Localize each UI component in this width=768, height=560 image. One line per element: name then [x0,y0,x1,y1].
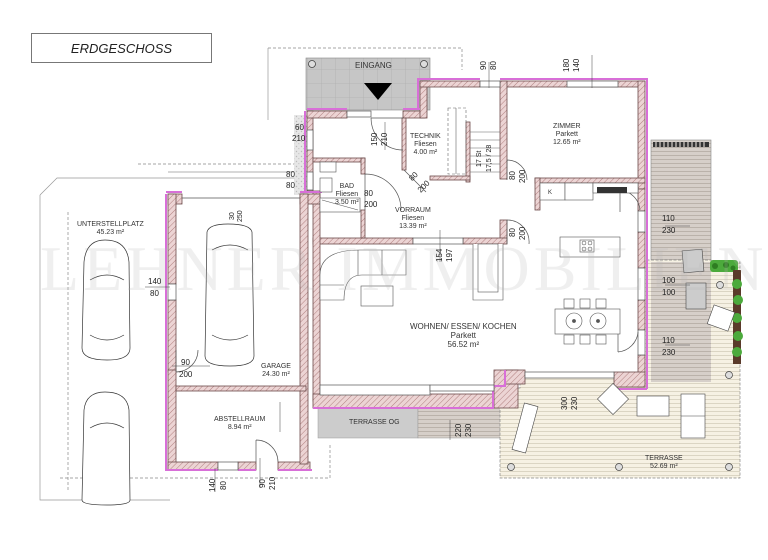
room-area: 8.94 m² [227,424,252,431]
dim-bad-door-a: 80 [364,189,373,198]
room-label-wohnen: WOHNEN/ ESSEN/ KOCHEN Parkett 56.52 m² [410,322,517,349]
room-floor: Fliesen [335,191,359,198]
room-area: 3.50 m² [335,199,359,206]
dim-entry-side-a: 60 [295,123,304,132]
dim-living-opening-b: 197 [445,248,454,262]
fridge-label: K [548,190,553,196]
dim-zimmer-door-b: 200 [518,169,527,183]
dim-abst-window-a: 140 [208,478,217,492]
dim-garage-gate-b: 250 [237,210,244,222]
dim-zimmer-window-a: 180 [562,58,571,72]
dim-stairs-b: 17,5 / 28 [486,144,493,172]
room-label-terrasse-og: TERRASSE OG [349,419,400,426]
room-label-eingang: EINGANG [355,61,392,70]
dim-abst-window-b: 80 [219,481,228,490]
room-name: ZIMMER [553,123,581,130]
room-floor: Fliesen [414,141,437,148]
room-area: 45.23 m² [96,229,125,236]
dim-garage-door-b: 200 [179,370,193,379]
dim-carport-b: 80 [286,181,295,190]
room-area: 13.39 m² [399,223,427,230]
room-label-technik: TECHNIK Fliesen 4.00 m² [410,133,441,157]
dim-east-window1-b: 230 [662,226,676,235]
room-label-terrasse: TERRASSE 52.69 m² [645,455,683,471]
room-floor: Parkett [555,131,578,138]
dim-east-window3-a: 110 [662,336,675,345]
dim-garage-side-a: 140 [148,277,162,286]
dim-og-window-b: 230 [464,423,473,437]
dim-garage-side-b: 80 [150,289,159,298]
room-label-bad: BAD Fliesen 3.50 m² [335,183,359,207]
room-area: 12.65 m² [553,139,581,146]
room-floor: Fliesen [401,215,425,222]
dim-eingang-window-b: 80 [489,61,498,70]
floor-title: ERDGESCHOSS [31,33,212,63]
dim-og-window-a: 220 [454,423,463,437]
room-label-zimmer: ZIMMER Parkett 12.65 m² [553,123,581,147]
dim-stairs-a: 17 St [476,150,483,167]
room-name: TECHNIK [410,133,441,140]
room-area: 56.52 m² [447,340,480,349]
dim-bad-door-b: 200 [364,200,378,209]
room-area: 4.00 m² [413,149,438,156]
room-name: ABSTELLRAUM [214,416,266,423]
dim-east-window2-a: 100 [662,276,676,285]
dim-east-window3-b: 230 [662,348,676,357]
dim-south-window-a: 300 [560,396,569,410]
dim-east-window2-b: 100 [662,288,676,297]
room-label-garage: GARAGE 24.30 m² [261,363,291,379]
room-name: TERRASSE [645,455,683,462]
dim-abst-door-b: 210 [268,476,277,490]
dim-entry-door-a: 150 [370,132,379,146]
room-label-vorraum: VORRAUM Fliesen 13.39 m² [395,207,431,231]
room-label-abstellraum: ABSTELLRAUM 8.94 m² [214,416,265,432]
dim-south-window-b: 230 [570,396,579,410]
dim-eingang-window-a: 90 [479,61,488,70]
room-floor: Parkett [450,331,477,340]
room-area: 24.30 m² [262,371,290,378]
dim-abst-door-a: 90 [258,479,267,488]
dim-kitchen-door-b: 200 [518,226,527,240]
dim-east-window1-a: 110 [662,214,675,223]
dim-zimmer-door-a: 80 [508,171,517,180]
room-name: BAD [339,183,355,190]
dim-garage-door-a: 90 [181,358,190,367]
dim-entry-door-b: 210 [380,132,389,146]
dim-living-opening-a: 154 [435,248,444,262]
room-name: WOHNEN/ ESSEN/ KOCHEN [410,322,517,331]
room-name: UNTERSTELLPLATZ [77,221,144,228]
dim-carport-a: 80 [286,170,295,179]
dim-kitchen-door-a: 80 [508,228,517,237]
room-name: GARAGE [261,363,291,370]
room-area: 52.69 m² [650,463,678,470]
dim-zimmer-window-b: 140 [572,58,581,72]
dim-entry-side-b: 210 [292,134,306,143]
room-label-unterstellplatz: UNTERSTELLPLATZ 45.23 m² [77,221,144,237]
room-name: VORRAUM [395,207,431,214]
